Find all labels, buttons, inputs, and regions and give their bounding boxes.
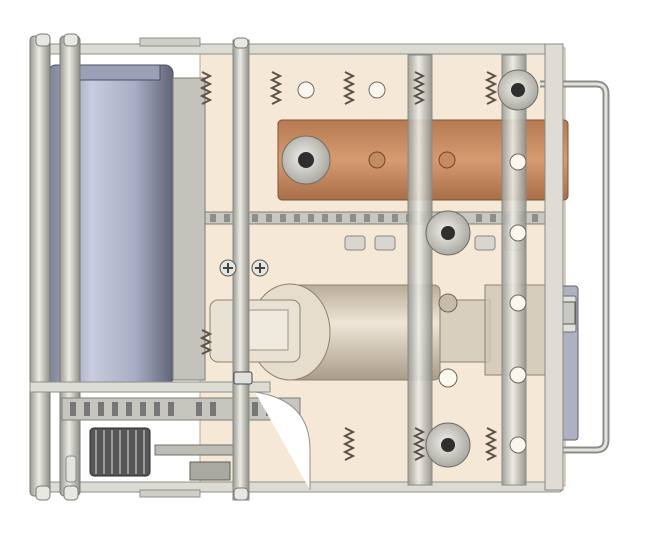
top-frame-rail	[29, 43, 563, 55]
panel-holes	[297, 81, 527, 454]
belt-holes	[368, 151, 456, 169]
left-rods	[29, 35, 81, 497]
pulleys	[281, 69, 539, 468]
pulley-top-right	[497, 69, 539, 111]
vertical-shafts	[232, 39, 564, 501]
bottom-frame-rail	[29, 481, 563, 493]
pulley-belt-left	[281, 135, 331, 185]
screws	[219, 259, 269, 385]
pulley-bottom	[425, 422, 471, 468]
spring-icon	[199, 71, 498, 461]
nut-icon	[561, 301, 576, 325]
screw-icon	[219, 259, 269, 277]
bottom-standoffs	[35, 33, 249, 501]
springs	[199, 71, 498, 461]
pulley-middle	[425, 210, 471, 256]
